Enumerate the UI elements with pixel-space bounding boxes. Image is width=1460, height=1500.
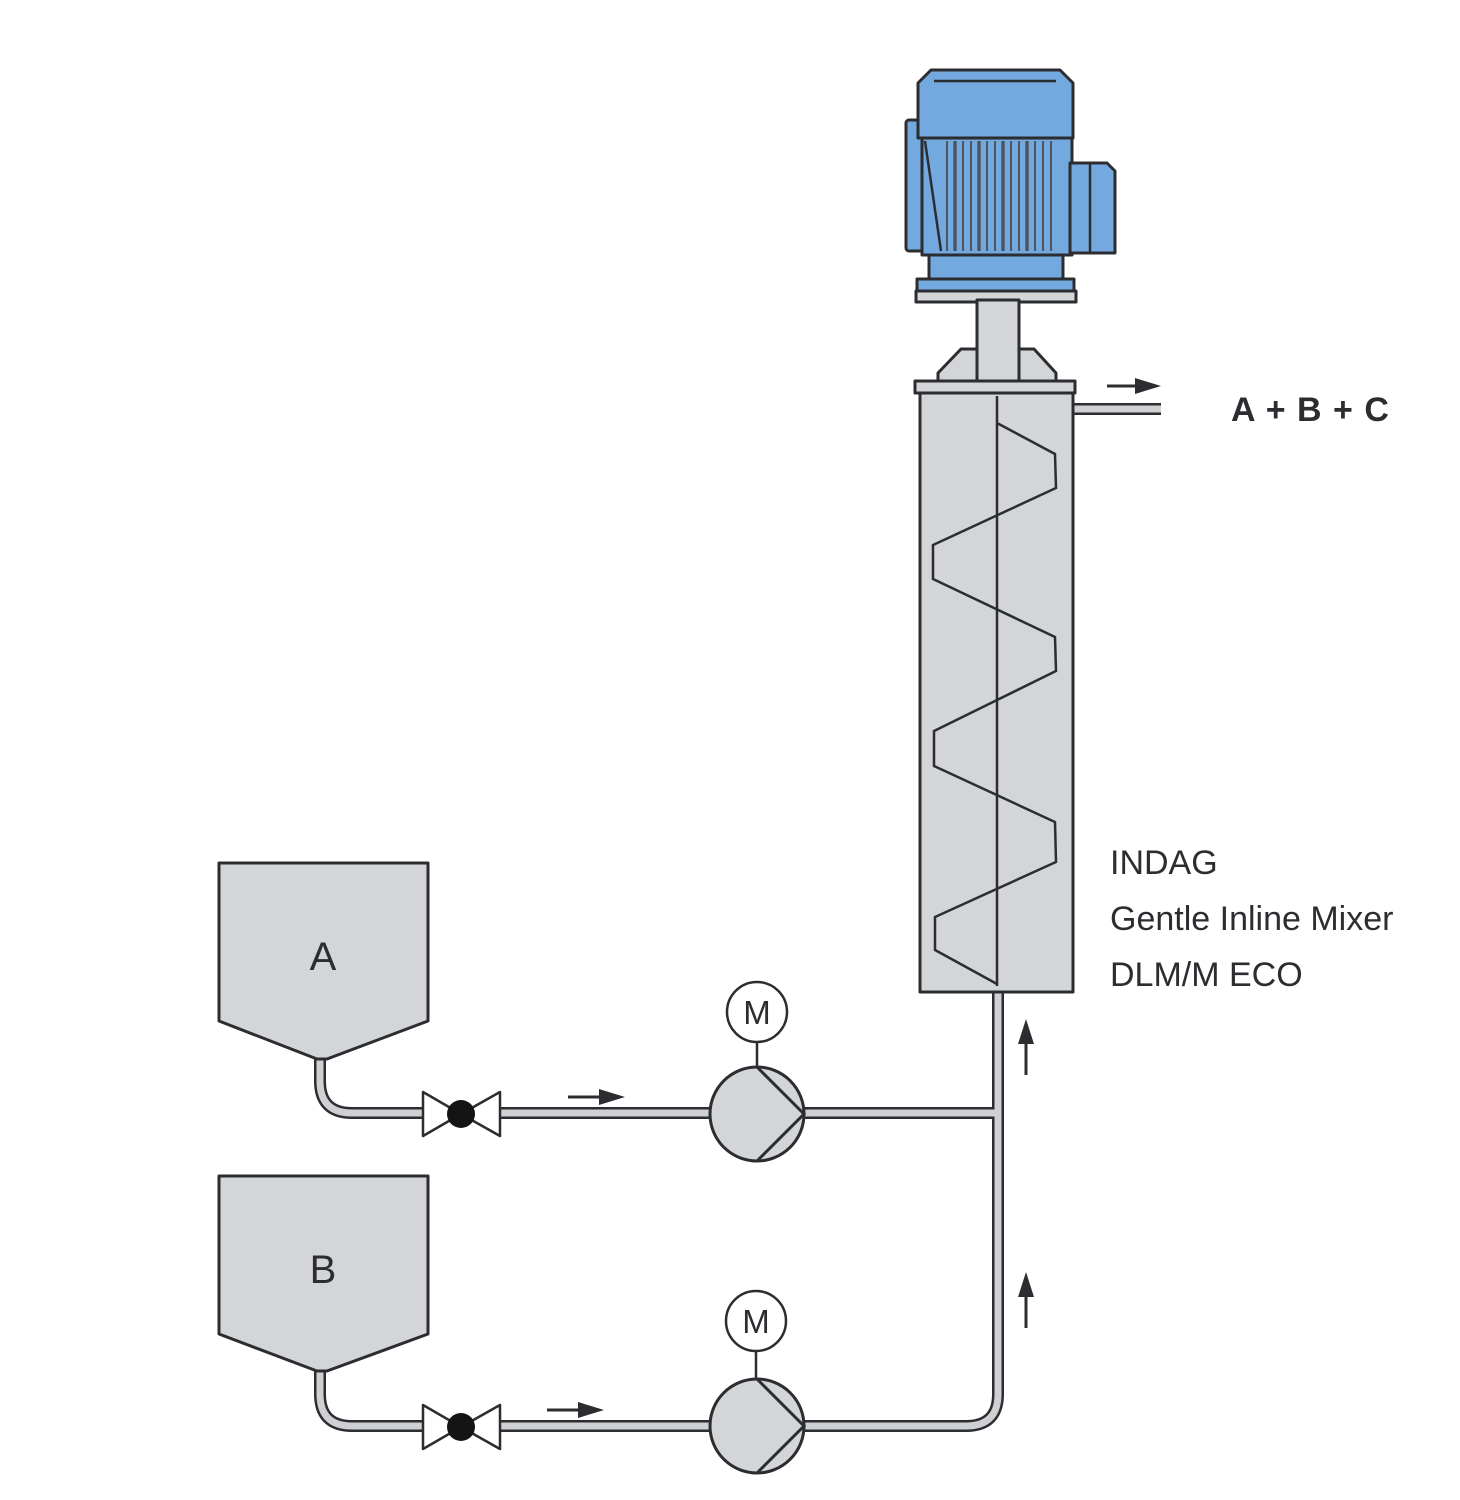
tank-a-label: A	[310, 935, 337, 979]
riser-pipe	[806, 988, 1004, 1432]
tank-b-body	[217, 1174, 430, 1373]
tank-b-outlet-pipe-bore	[316, 1358, 425, 1430]
mixer-top-plate	[913, 379, 1077, 395]
valve-a	[421, 1090, 502, 1138]
valve-a-right-wedge	[459, 1090, 502, 1138]
flow-arrow-b-right-icon	[547, 1402, 604, 1418]
motor-top-cap	[916, 68, 1075, 140]
motor-fin-body	[920, 134, 1074, 257]
motor-assembly	[904, 68, 1117, 395]
flow-arrow-riser-lower-up-icon	[1018, 1272, 1034, 1328]
valve-a-left-wedge	[421, 1090, 463, 1138]
valve-b-left-wedge	[421, 1403, 463, 1451]
brand-text-block: INDAG Gentle Inline Mixer DLM/M ECO	[1110, 844, 1393, 994]
brand-line-1: INDAG	[1110, 844, 1218, 882]
pump-b-motor-label: M	[742, 1303, 770, 1340]
tank-a: A	[217, 861, 430, 1061]
tank-a-outlet-pipe-bore	[316, 1046, 425, 1117]
motor-lower-collar	[927, 253, 1065, 282]
riser-pipe-bore	[806, 988, 1002, 1430]
valve-b-right-wedge	[459, 1403, 502, 1451]
flow-arrow-riser-lower-head	[1018, 1272, 1034, 1297]
flow-arrow-riser-upper-head	[1018, 1019, 1034, 1044]
flow-arrow-outlet-right-icon	[1107, 378, 1161, 394]
brand-line-3: DLM/M ECO	[1110, 956, 1303, 994]
motor-junction-box	[1068, 161, 1117, 255]
flow-arrow-a-right-icon	[568, 1089, 625, 1105]
mixer-screw-helix	[931, 421, 1058, 986]
motor-body-fold-line	[923, 140, 943, 252]
pump-a-casing	[708, 1065, 806, 1163]
valve-a-ball	[447, 1100, 475, 1128]
pump-a-motor-label: M	[743, 994, 771, 1031]
pump-a-motor-circle	[725, 980, 789, 1044]
tank-a-body	[217, 861, 430, 1061]
flow-arrow-a-head	[599, 1089, 625, 1105]
flow-arrow-riser-upper-up-icon	[1018, 1019, 1034, 1075]
tank-b: B	[217, 1174, 430, 1373]
pump-a: M	[708, 980, 807, 1163]
valve-b	[421, 1403, 502, 1451]
pump-b-impeller-chevron	[755, 1377, 807, 1475]
pump-b-casing	[708, 1377, 806, 1475]
motor-junction-box-body	[1068, 161, 1117, 255]
inline-mixer	[918, 391, 1075, 994]
tank-b-label: B	[310, 1248, 337, 1292]
drive-shaft-housing	[975, 298, 1021, 384]
flow-arrows	[547, 378, 1161, 1418]
outlet-stream-label: A + B + C	[1231, 391, 1390, 429]
flow-arrow-b-head	[578, 1402, 604, 1418]
pump-b-motor-circle	[724, 1289, 788, 1353]
brand-line-2: Gentle Inline Mixer	[1110, 900, 1393, 938]
pump-b: M	[708, 1289, 807, 1475]
flow-arrow-outlet-head	[1135, 378, 1161, 394]
valve-b-ball	[447, 1413, 475, 1441]
motor-cooling-fins	[946, 141, 1052, 251]
pump-a-impeller-chevron	[755, 1065, 807, 1163]
